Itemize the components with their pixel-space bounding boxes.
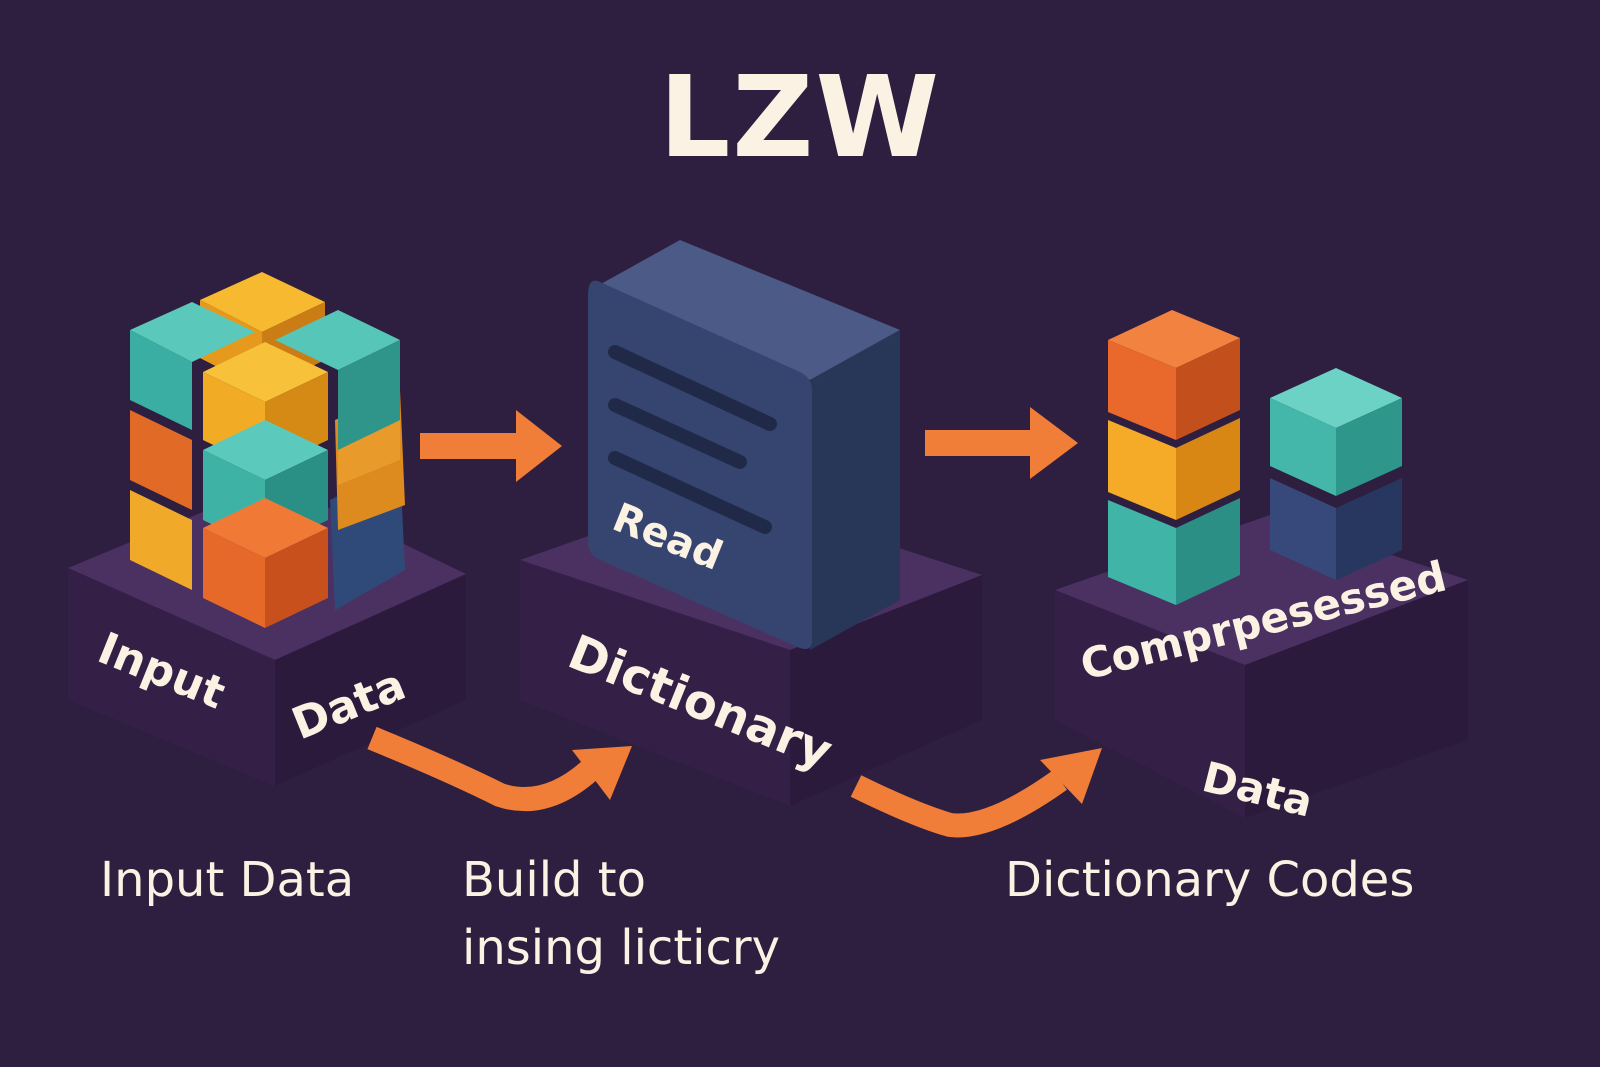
caption-build-line2: insing licticry (462, 920, 780, 976)
caption-input-data: Input Data (100, 846, 354, 914)
caption-build-line1: Build to (462, 852, 646, 908)
stack-cube-yellow (1108, 418, 1240, 520)
caption-build: Build to insing licticry (462, 846, 780, 982)
caption-dictionary-codes: Dictionary Codes (1005, 846, 1414, 914)
stack-cube-navy (1270, 478, 1402, 580)
curved-arrow-codes (850, 748, 1102, 838)
caption-dictionary-codes-text: Dictionary Codes (1005, 852, 1415, 908)
cube-cluster-icon (130, 272, 405, 628)
caption-input-data-text: Input Data (100, 852, 355, 908)
dictionary-book-icon: Read (588, 240, 900, 650)
curved-arrow-build (367, 726, 632, 812)
stack-cube-teal (1108, 498, 1240, 605)
diagram-title: LZW (658, 53, 942, 183)
cube-stacks-icon (1108, 310, 1402, 605)
stack-cube-teal-small (1270, 368, 1402, 496)
arrow-input-to-dictionary (420, 410, 562, 482)
arrow-dictionary-to-output (925, 407, 1078, 479)
stack-cube-orange (1108, 310, 1240, 440)
